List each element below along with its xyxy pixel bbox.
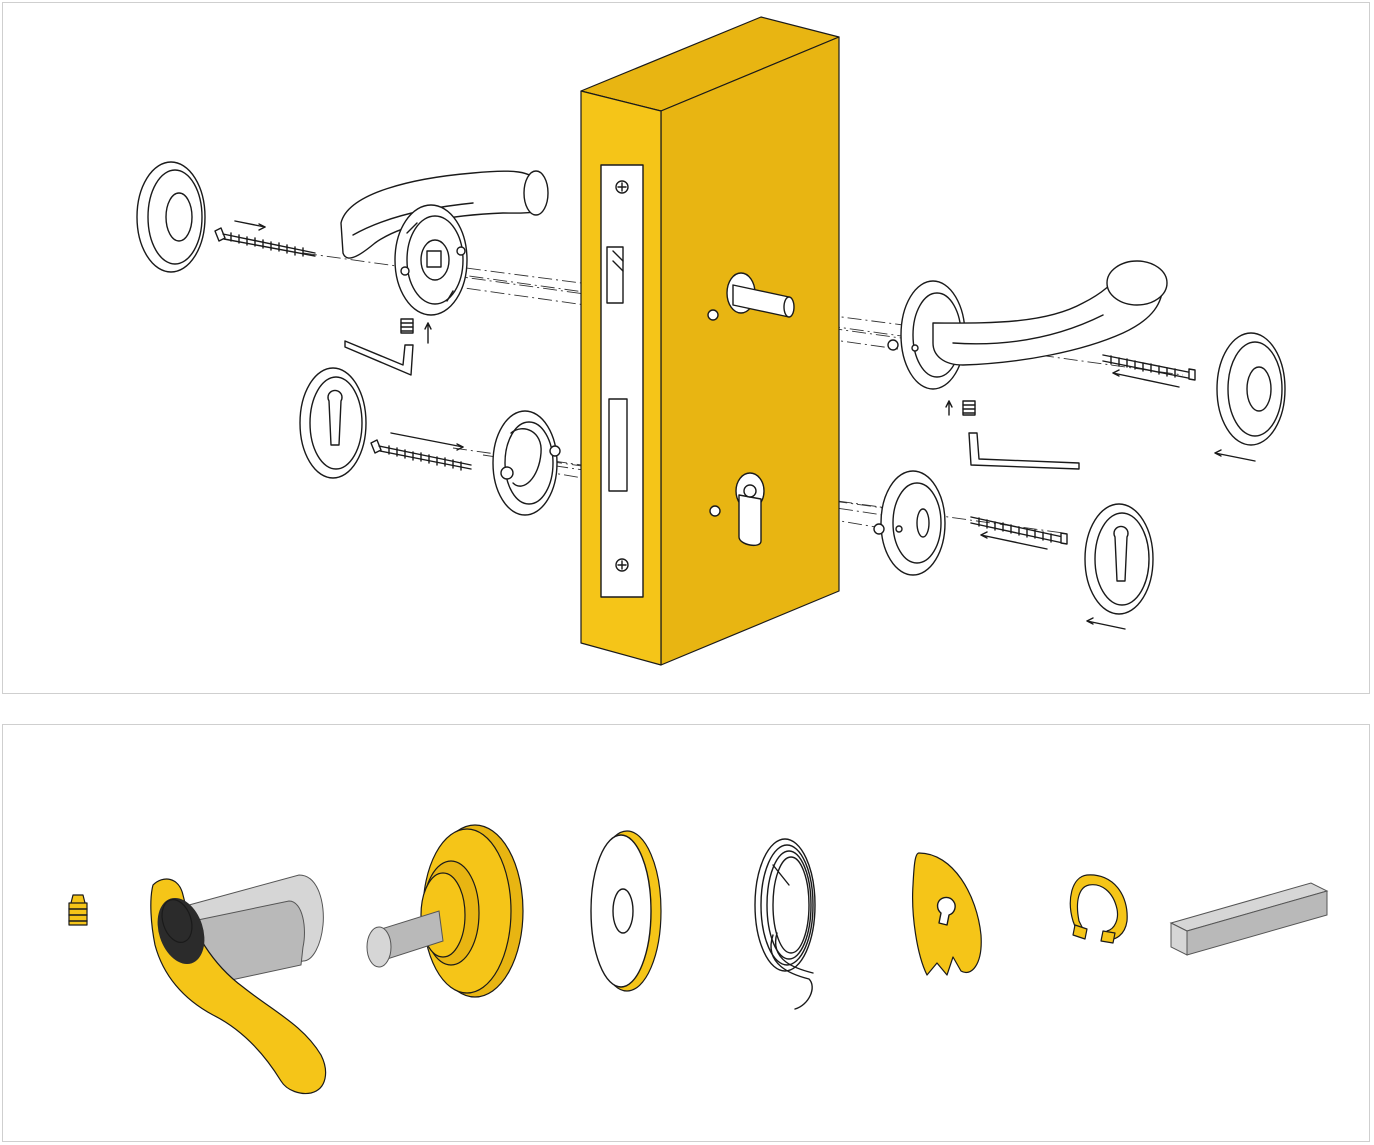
rose-mechanism-left	[394, 204, 468, 316]
allen-key-left	[344, 340, 414, 376]
lock-cylinder	[709, 472, 765, 547]
grub-screw-part	[68, 894, 88, 926]
rose-with-spindle-part	[366, 824, 524, 998]
component-parts-panel	[2, 724, 1370, 1142]
escutcheon-base-left	[492, 410, 561, 516]
square-spindle-part	[1169, 882, 1329, 956]
rose-cover-right	[1214, 332, 1286, 462]
spindle	[707, 272, 795, 321]
cam-plate-part	[912, 852, 982, 976]
escutcheon-right	[1084, 503, 1154, 630]
component-parts-diagram	[68, 824, 1329, 1095]
bolt-icon-left-bottom	[370, 432, 472, 471]
circlip-part	[1069, 874, 1128, 944]
exploded-assembly-diagram	[136, 16, 1286, 666]
escutcheon-base-right	[873, 470, 946, 576]
lever-handle-part	[150, 874, 327, 1095]
bolt-icon-right-top	[1102, 354, 1196, 388]
exploded-assembly-panel	[2, 2, 1370, 694]
torsion-spring-part	[754, 838, 816, 1010]
bolt-icon-left-top	[214, 220, 316, 257]
lock-faceplate	[600, 164, 644, 598]
allen-key-right	[968, 432, 1080, 470]
grub-screw-left	[400, 318, 432, 344]
lever-handle-right	[932, 260, 1168, 366]
grub-screw-right	[945, 400, 976, 416]
washer-part	[590, 830, 662, 992]
escutcheon-left	[299, 367, 367, 479]
rose-cover-left	[136, 161, 206, 273]
bolt-icon-right-bottom	[970, 516, 1068, 550]
